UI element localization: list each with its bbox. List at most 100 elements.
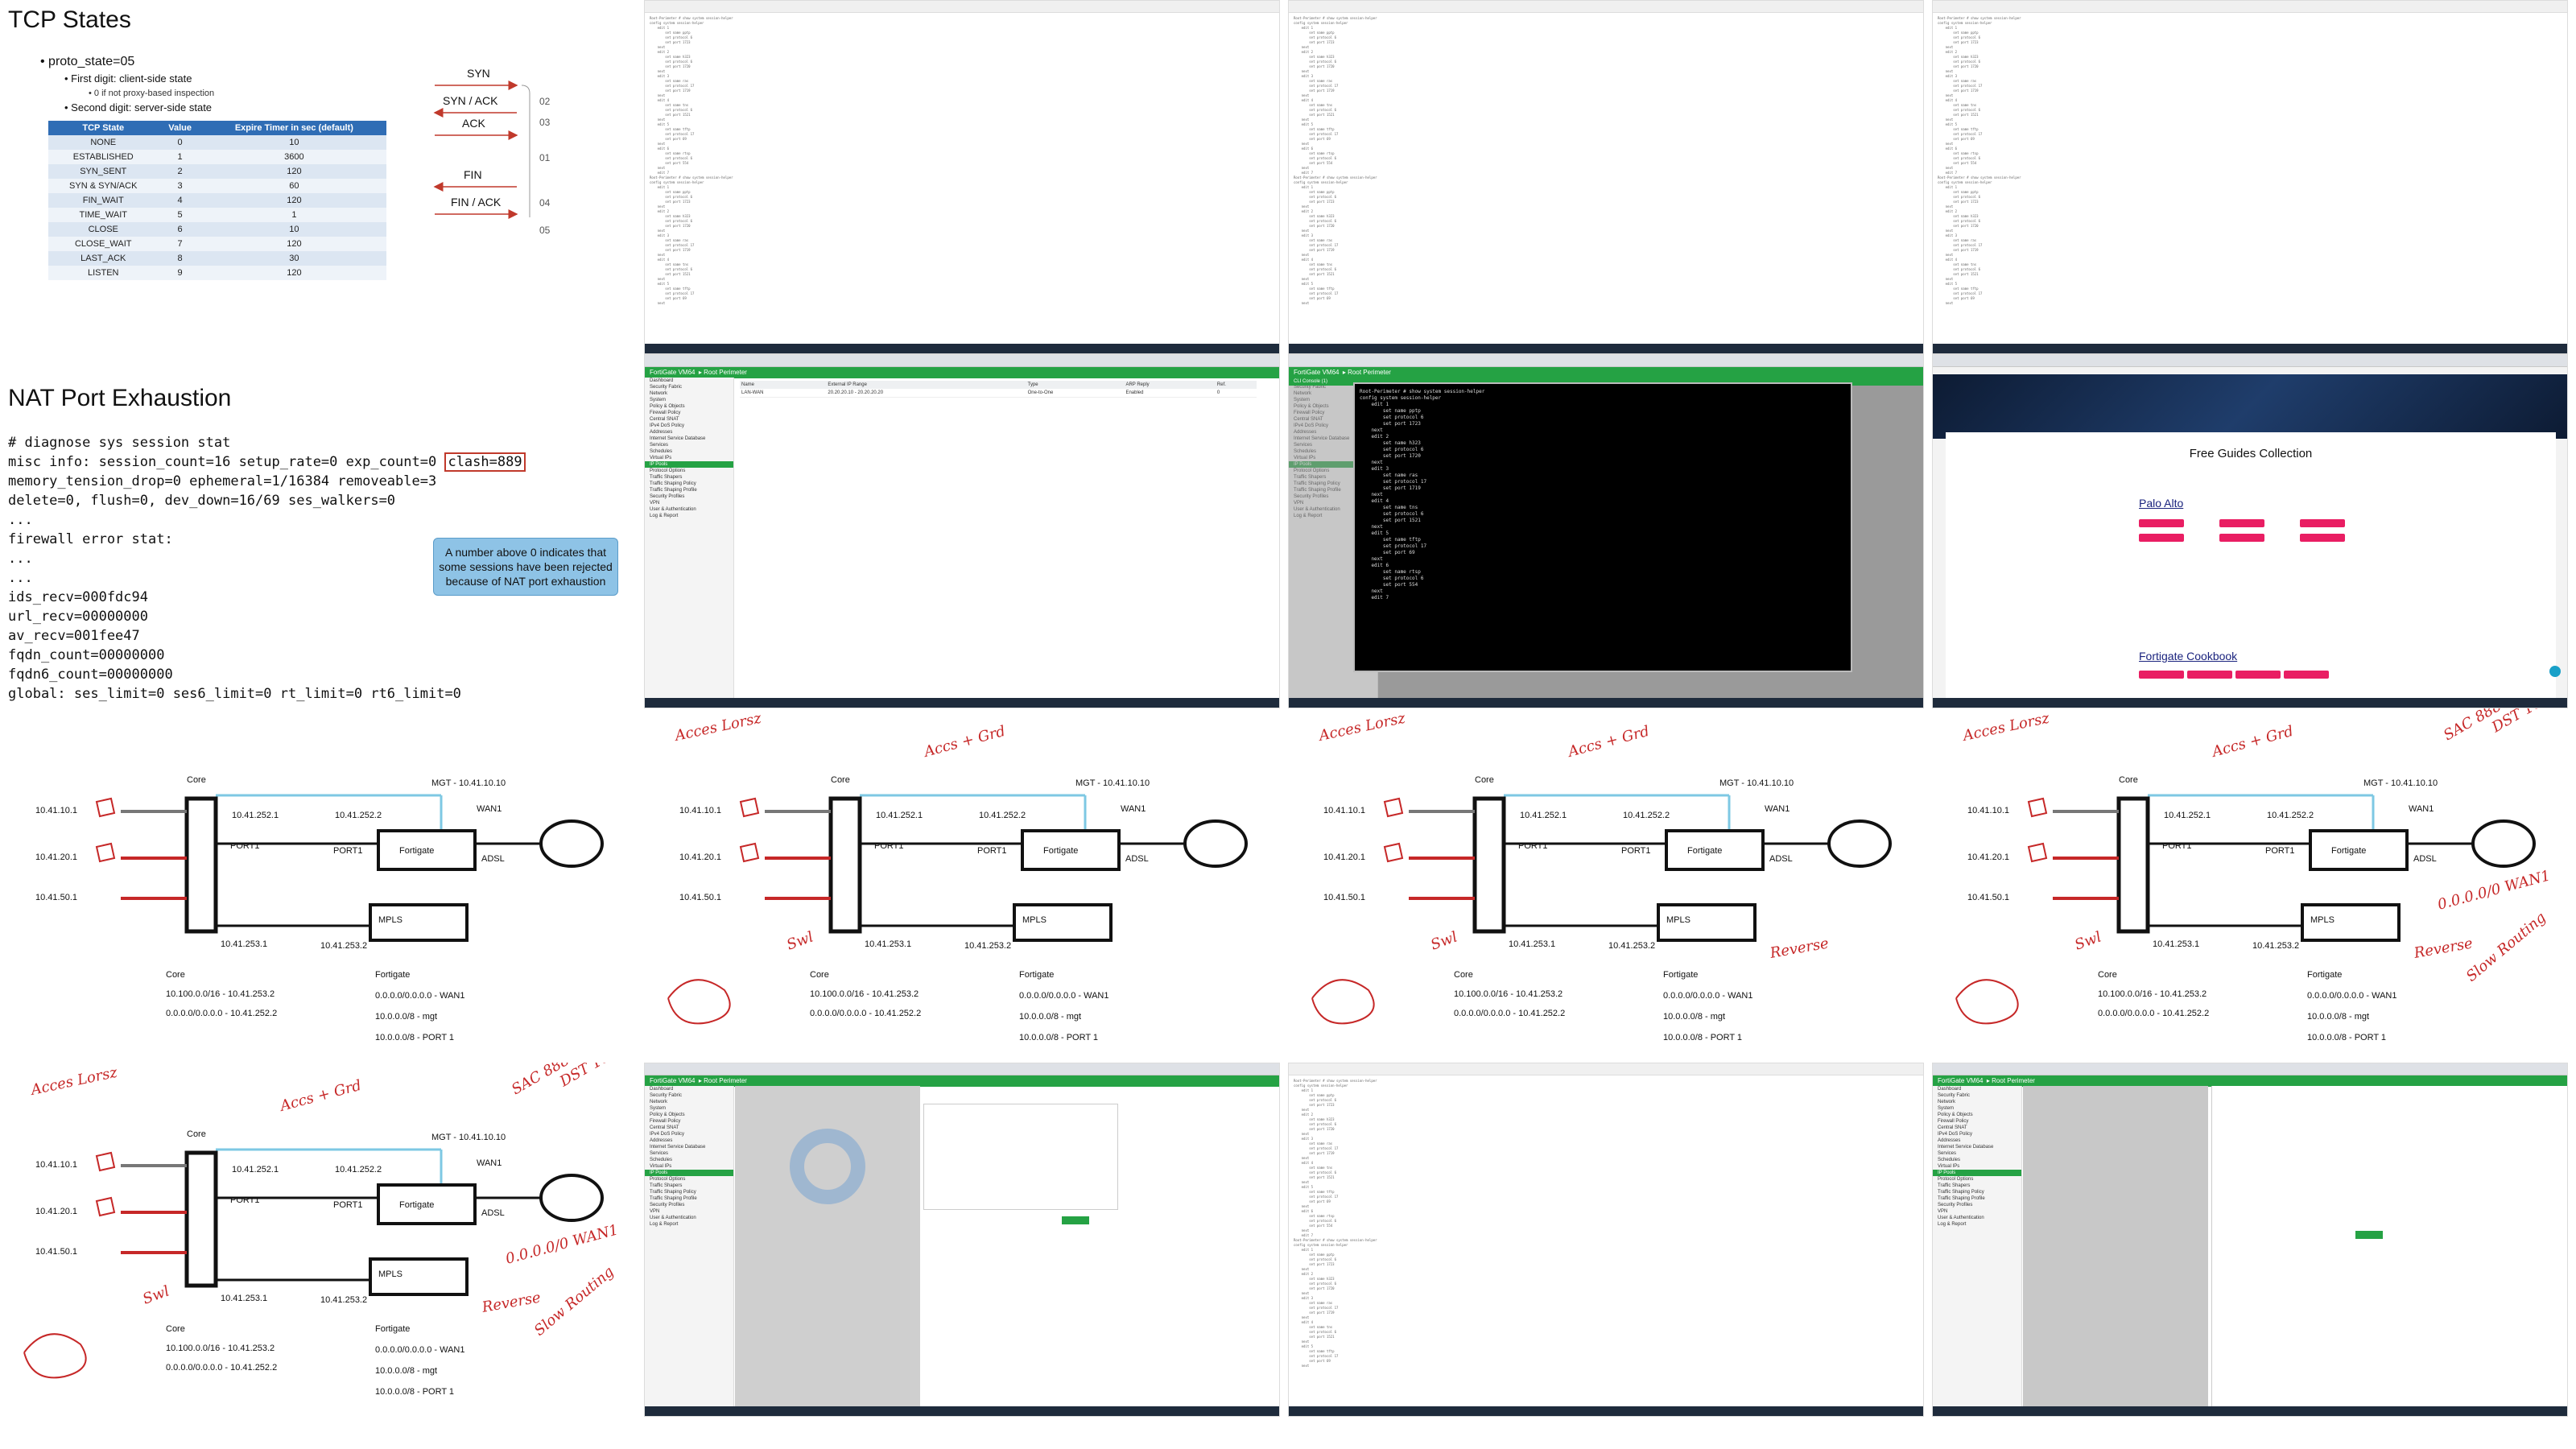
sidebar-item[interactable]: Services xyxy=(650,443,669,448)
chat-icon[interactable] xyxy=(2549,666,2561,677)
sidebar-item[interactable]: VPN xyxy=(650,501,660,506)
window-titlebar[interactable] xyxy=(1289,1063,1923,1075)
sidebar-item[interactable]: Network xyxy=(650,391,668,396)
sidebar-item[interactable]: Security Fabric xyxy=(1938,1093,1971,1098)
cli-console[interactable]: Root-Perimeter # show system session-hel… xyxy=(1353,382,1852,672)
section-palo-alto[interactable]: Palo Alto xyxy=(2139,497,2184,510)
sidebar-item[interactable]: Traffic Shaping Profile xyxy=(650,1196,697,1201)
browser-toolbar[interactable] xyxy=(1933,355,2567,367)
sidebar-item[interactable]: Firewall Policy xyxy=(650,1119,681,1124)
terminal-window[interactable]: Root-Perimeter # show system session-hel… xyxy=(1288,0,1924,354)
fortigate-cli-window[interactable]: FortiGate VM64 ▸ Root Perimeter Dashboar… xyxy=(1288,354,1924,708)
browser-toolbar[interactable] xyxy=(1933,1063,2567,1075)
sidebar-item[interactable]: Services xyxy=(1294,443,1313,448)
sidebar-item[interactable]: Policy & Objects xyxy=(1294,404,1329,409)
sidebar-item[interactable]: Central SNAT xyxy=(1294,417,1323,422)
browser-toolbar[interactable] xyxy=(645,355,1279,367)
sidebar-item[interactable]: Security Fabric xyxy=(1294,385,1327,390)
sidebar-item[interactable]: VPN xyxy=(650,1209,660,1214)
sidebar-item[interactable]: Security Profiles xyxy=(650,1203,685,1208)
guide-button[interactable] xyxy=(2235,671,2281,679)
browser-toolbar[interactable] xyxy=(645,1063,1279,1075)
sidebar-item[interactable]: Log & Report xyxy=(1938,1222,1967,1227)
guide-button[interactable] xyxy=(2284,671,2329,679)
sidebar-item[interactable]: Schedules xyxy=(1294,449,1317,454)
sidebar-item[interactable]: User & Authentication xyxy=(1938,1216,1984,1220)
sidebar-item[interactable]: Traffic Shapers xyxy=(650,1183,683,1188)
terminal-window[interactable]: Root-Perimeter # show system session-hel… xyxy=(1288,1063,1924,1417)
sidebar-item[interactable]: Internet Service Database xyxy=(1294,436,1350,441)
guide-button[interactable] xyxy=(2219,534,2264,542)
table-header[interactable]: Ref. xyxy=(1215,381,1257,389)
sidebar-item[interactable]: Schedules xyxy=(1938,1158,1961,1162)
sidebar-item[interactable]: System xyxy=(1938,1106,1955,1111)
sidebar-item[interactable]: Policy & Objects xyxy=(650,404,685,409)
sidebar-item[interactable]: Dashboard xyxy=(1938,1087,1962,1092)
sidebar-item[interactable]: Central SNAT xyxy=(1938,1125,1967,1130)
section-fortigate-cookbook[interactable]: Fortigate Cookbook xyxy=(2139,650,2238,663)
window-titlebar[interactable] xyxy=(1289,1,1923,13)
sidebar-item[interactable]: Internet Service Database xyxy=(650,1145,706,1150)
table-header[interactable]: ARP Reply xyxy=(1124,381,1216,389)
sidebar-item[interactable]: System xyxy=(650,1106,667,1111)
taskbar[interactable] xyxy=(645,1406,1279,1416)
sidebar-item[interactable]: Traffic Shapers xyxy=(1294,475,1327,480)
sidebar-item[interactable]: Traffic Shaping Profile xyxy=(1938,1196,1985,1201)
sidebar-item[interactable]: Addresses xyxy=(1938,1138,1961,1143)
guide-button[interactable] xyxy=(2300,519,2345,527)
sidebar-item[interactable]: Log & Report xyxy=(650,1222,679,1227)
sidebar-item[interactable]: Protocol Options xyxy=(1294,469,1330,473)
sidebar-item[interactable]: Traffic Shapers xyxy=(650,475,683,480)
sidebar-item[interactable]: System xyxy=(1294,398,1311,402)
guide-button[interactable] xyxy=(2300,534,2345,542)
table-row[interactable]: LAN-WAN 20.20.20.10 - 20.20.20.20 One-to… xyxy=(740,389,1257,398)
sidebar-item[interactable]: Traffic Shaping Profile xyxy=(650,488,697,493)
sidebar-item[interactable]: Security Fabric xyxy=(650,1093,683,1098)
taskbar[interactable] xyxy=(1933,1406,2567,1416)
sidebar-item[interactable]: Internet Service Database xyxy=(1938,1145,1994,1150)
terminal-window[interactable]: Root-Perimeter # show system session-hel… xyxy=(644,0,1280,354)
sidebar-item[interactable]: Security Profiles xyxy=(1294,494,1329,499)
sidebar-item[interactable]: Network xyxy=(650,1100,668,1104)
sidebar-item[interactable]: Security Fabric xyxy=(650,385,683,390)
guides-webpage[interactable]: Free Guides Collection Palo Alto Fortiga… xyxy=(1932,354,2568,708)
sidebar-item[interactable]: IPv4 DoS Policy xyxy=(1938,1132,1973,1137)
guide-button[interactable] xyxy=(2139,519,2184,527)
guide-button[interactable] xyxy=(2139,671,2184,679)
lookup-form[interactable] xyxy=(923,1104,1118,1210)
taskbar[interactable] xyxy=(1933,344,2567,353)
sidebar-item[interactable]: User & Authentication xyxy=(650,1216,696,1220)
sidebar-item[interactable]: Traffic Shaping Profile xyxy=(1294,488,1341,493)
sidebar-item[interactable]: System xyxy=(650,398,667,402)
sidebar-item[interactable]: Schedules xyxy=(650,1158,673,1162)
guide-button[interactable] xyxy=(2187,671,2232,679)
sidebar-item[interactable]: Protocol Options xyxy=(650,1177,686,1182)
sidebar-item[interactable]: Traffic Shapers xyxy=(1938,1183,1971,1188)
sidebar-item[interactable]: Addresses xyxy=(650,430,673,435)
sidebar-item[interactable]: User & Authentication xyxy=(650,507,696,512)
sidebar-item[interactable]: Schedules xyxy=(650,449,673,454)
taskbar[interactable] xyxy=(645,698,1279,708)
terminal-window[interactable]: Root-Perimeter # show system session-hel… xyxy=(1932,0,2568,354)
table-header[interactable]: Name xyxy=(740,381,827,389)
sidebar-item[interactable]: Protocol Options xyxy=(1938,1177,1974,1182)
sidebar-item[interactable]: Traffic Shaping Policy xyxy=(1294,481,1340,486)
sidebar-item[interactable]: IP Pools xyxy=(1289,461,1377,468)
sidebar-item[interactable]: IPv4 DoS Policy xyxy=(650,1132,685,1137)
window-titlebar[interactable] xyxy=(645,1,1279,13)
sidebar-item[interactable]: Virtual IPs xyxy=(1294,456,1316,460)
taskbar[interactable] xyxy=(645,344,1279,353)
window-titlebar[interactable] xyxy=(1933,1,2567,13)
sidebar-item[interactable]: Security Profiles xyxy=(1938,1203,1973,1208)
sidebar-item[interactable]: Security Profiles xyxy=(650,494,685,499)
guide-button[interactable] xyxy=(2219,519,2264,527)
sidebar-item[interactable]: Dashboard xyxy=(650,1087,674,1092)
sidebar-item[interactable]: Traffic Shaping Policy xyxy=(650,1190,696,1195)
fortigate-ippool-window[interactable]: FortiGate VM64 ▸ Root Perimeter Dashboar… xyxy=(644,354,1280,708)
sidebar-item[interactable]: User & Authentication xyxy=(1294,507,1340,512)
guide-button[interactable] xyxy=(2139,534,2184,542)
sidebar-item[interactable]: VPN xyxy=(1938,1209,1948,1214)
sidebar-item[interactable]: Central SNAT xyxy=(650,1125,679,1130)
sidebar-item[interactable]: Services xyxy=(650,1151,669,1156)
